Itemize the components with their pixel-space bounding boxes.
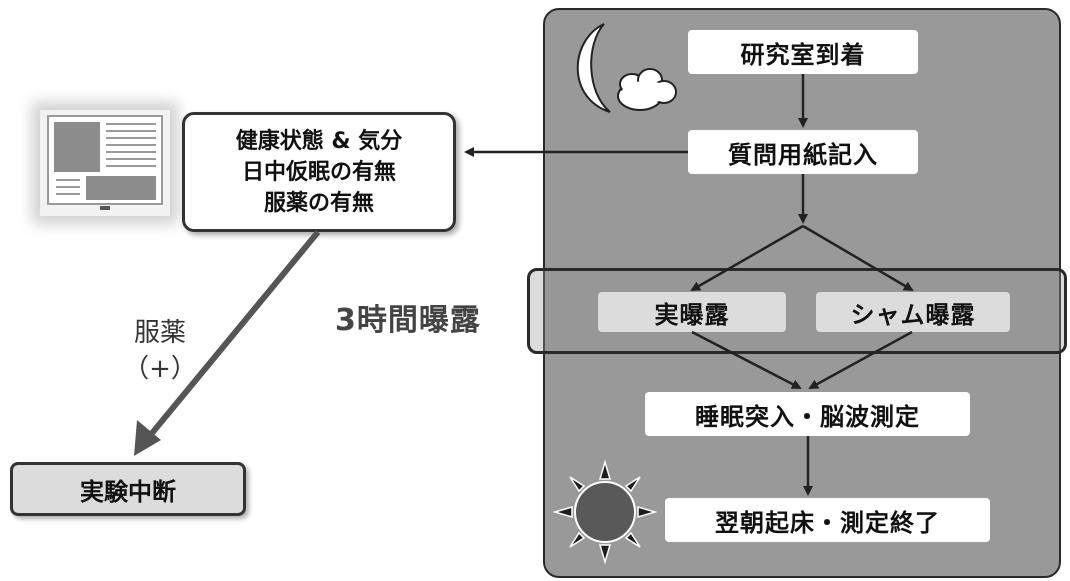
medication-positive-label: 服薬 （+） (123, 318, 197, 384)
health-mood-item: 健康状態 & 気分 (235, 128, 403, 154)
sham-exposure-step: シャム曝露 (816, 292, 1010, 332)
exposure-band-label: 3時間曝露 (335, 303, 481, 338)
arrive-lab-step: 研究室到着 (688, 30, 918, 74)
sleep-eeg-step: 睡眠突入・脳波測定 (645, 392, 970, 436)
real-exposure-step: 実曝露 (598, 292, 786, 332)
questionnaire-monitor-icon (40, 110, 170, 216)
medication-stop-arrow (134, 230, 321, 456)
questionnaire-step: 質問用紙記入 (688, 130, 918, 174)
sun-icon (552, 459, 658, 565)
medication-item: 服薬の有無 (263, 190, 374, 216)
wake-end-step: 翌朝起床・測定終了 (665, 498, 990, 542)
experiment-stop-box: 実験中断 (10, 462, 246, 516)
daytime-nap-item: 日中仮眠の有無 (241, 159, 396, 185)
moon-cloud-icon (576, 23, 677, 113)
questionnaire-items-box: 健康状態 & 気分 日中仮眠の有無 服薬の有無 (182, 112, 456, 232)
